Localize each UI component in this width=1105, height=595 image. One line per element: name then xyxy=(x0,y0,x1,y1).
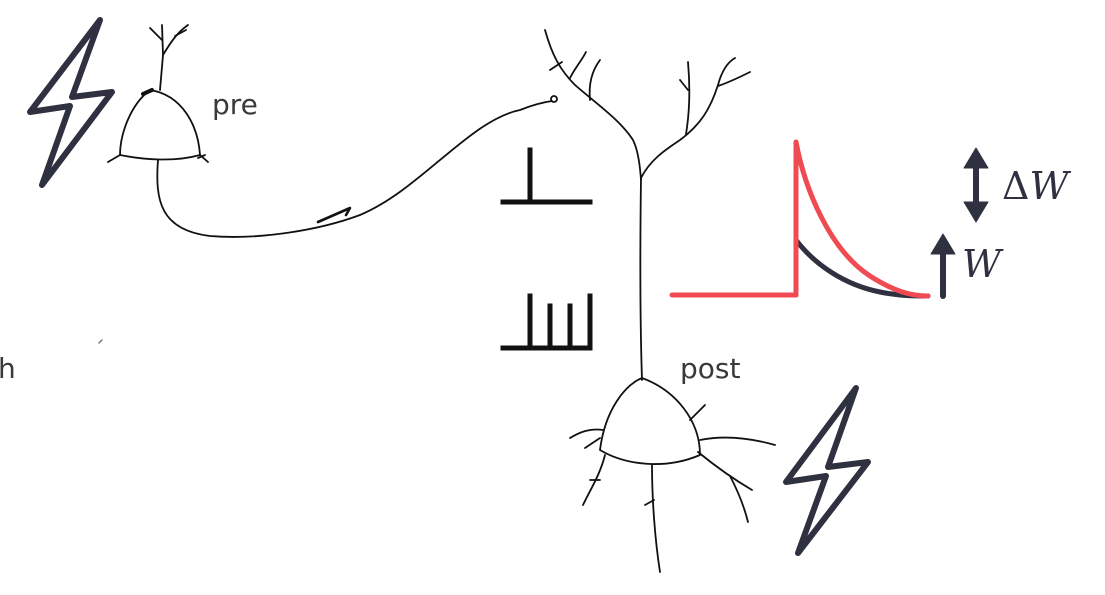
post-dendrite xyxy=(651,464,661,573)
pre-soma-mark xyxy=(141,88,154,96)
pre-dendrite xyxy=(159,24,164,91)
post-dendrite xyxy=(699,436,776,446)
post-dendrite xyxy=(729,475,749,523)
post-trunk xyxy=(639,177,643,381)
post-dendrite xyxy=(544,29,642,181)
post-dendrite xyxy=(569,428,604,439)
post-dendrite xyxy=(685,61,691,135)
post-dendrite xyxy=(697,451,753,491)
pre-dendrite xyxy=(174,29,187,37)
weight-symbol: W xyxy=(962,242,1002,286)
post-dendrite xyxy=(640,57,736,179)
pre-label: pre xyxy=(212,88,258,121)
post-dendrite xyxy=(584,437,601,449)
double-arrow-icon xyxy=(963,147,989,223)
delta-w-label: ΔW xyxy=(1002,164,1069,208)
axon-tick xyxy=(316,206,352,224)
weight-symbol: W xyxy=(1029,164,1069,208)
post-dendrite xyxy=(679,79,689,91)
axon-terminal xyxy=(550,95,558,103)
post-dendrite xyxy=(569,51,587,79)
up-arrow-icon xyxy=(930,233,956,299)
post-dendrite xyxy=(644,499,655,506)
lightning-bolt-icon xyxy=(783,385,871,556)
stray-mark xyxy=(98,339,103,344)
post-dendrite xyxy=(717,71,751,87)
post-dendrite xyxy=(689,404,706,421)
post-dendrite xyxy=(588,59,601,101)
pre-soma xyxy=(119,89,201,161)
lightning-bolt-icon xyxy=(27,17,115,188)
trace-potentiated xyxy=(669,139,931,299)
post-soma xyxy=(599,377,701,465)
pre-axon xyxy=(156,100,553,238)
post-neuron xyxy=(544,29,776,573)
single-spike-symbol xyxy=(500,147,593,205)
pre-dendrite xyxy=(162,24,189,56)
post-label: post xyxy=(680,352,741,385)
spike-burst-symbol xyxy=(500,293,593,351)
pre-dendrite xyxy=(107,154,121,163)
pre-dendrite xyxy=(197,154,206,159)
edge-fragment-text: h xyxy=(0,352,16,385)
delta-symbol: Δ xyxy=(1002,164,1030,208)
pre-dendrite xyxy=(149,27,163,41)
post-dendrite xyxy=(549,61,563,71)
w-label: W xyxy=(962,242,1001,286)
post-dendrite xyxy=(582,454,606,506)
pre-neuron xyxy=(107,24,558,238)
